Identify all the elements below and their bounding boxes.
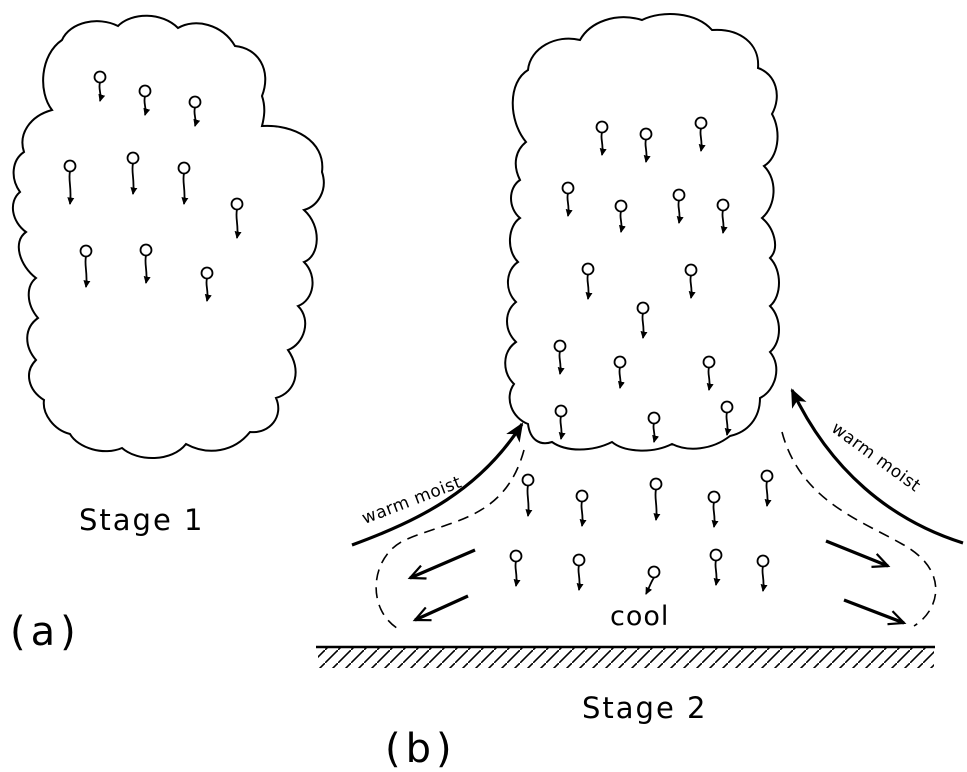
panel-a-label: (a) <box>10 609 81 655</box>
left-outflow-arrow-upper <box>407 548 476 580</box>
stage1-droplets <box>63 70 244 302</box>
falling-raindrop-icon <box>716 198 730 234</box>
right-inflow-arrow <box>790 388 964 545</box>
outflow-arrows <box>407 539 907 626</box>
falling-raindrop-icon <box>230 197 244 239</box>
falling-raindrop-icon <box>581 262 595 300</box>
falling-raindrop-icon <box>595 120 609 156</box>
falling-raindrop-icon <box>200 266 214 302</box>
falling-raindrop-icon <box>561 181 575 217</box>
falling-raindrop-icon <box>614 199 628 233</box>
falling-raindrop-icon <box>613 355 627 389</box>
falling-raindrop-icon <box>521 473 535 517</box>
right-outflow-arrow-upper <box>825 539 891 568</box>
falling-raindrop-icon <box>126 151 140 195</box>
right-outflow-arrow-lower <box>843 598 907 626</box>
stage2-rain-droplets <box>509 469 774 595</box>
hatched-ground-icon <box>316 645 935 668</box>
falling-raindrop-icon <box>756 554 770 592</box>
falling-raindrop-icon <box>138 84 152 116</box>
falling-raindrop-icon <box>647 411 661 443</box>
falling-raindrop-icon <box>509 549 523 587</box>
falling-raindrop-icon <box>575 489 589 527</box>
stage2-cloud <box>504 13 780 452</box>
falling-raindrop-icon <box>672 188 686 224</box>
right-dashed-streamline <box>781 431 937 627</box>
falling-raindrop-icon <box>694 116 708 152</box>
falling-raindrop-icon <box>720 400 734 436</box>
stage2-cloud-droplets <box>553 116 734 443</box>
falling-raindrop-icon <box>63 159 77 205</box>
falling-raindrop-icon <box>553 339 567 375</box>
falling-raindrop-icon <box>709 548 723 586</box>
falling-raindrop-icon <box>79 244 93 288</box>
falling-raindrop-icon <box>554 404 568 440</box>
falling-raindrop-icon <box>188 95 202 127</box>
falling-raindrop-icon <box>93 70 107 102</box>
falling-raindrop-icon <box>572 553 586 591</box>
falling-raindrop-icon <box>649 477 663 521</box>
falling-raindrop-icon <box>645 565 661 595</box>
falling-raindrop-icon <box>760 469 774 507</box>
left-outflow-arrow-lower <box>412 594 469 622</box>
falling-raindrop-icon <box>702 355 716 391</box>
stage1-cloud <box>11 14 325 460</box>
falling-raindrop-icon <box>707 490 721 528</box>
stage1-label: Stage 1 <box>79 503 205 537</box>
falling-raindrop-icon <box>636 301 650 339</box>
panel-b-label: (b) <box>385 726 457 772</box>
falling-raindrop-icon <box>639 127 653 163</box>
left-inflow-arrow <box>351 422 524 547</box>
outflow-cool-label: cool <box>610 601 670 632</box>
falling-raindrop-icon <box>139 243 153 284</box>
stage2-label: Stage 2 <box>582 691 708 725</box>
falling-raindrop-icon <box>177 161 191 205</box>
falling-raindrop-icon <box>684 263 698 299</box>
